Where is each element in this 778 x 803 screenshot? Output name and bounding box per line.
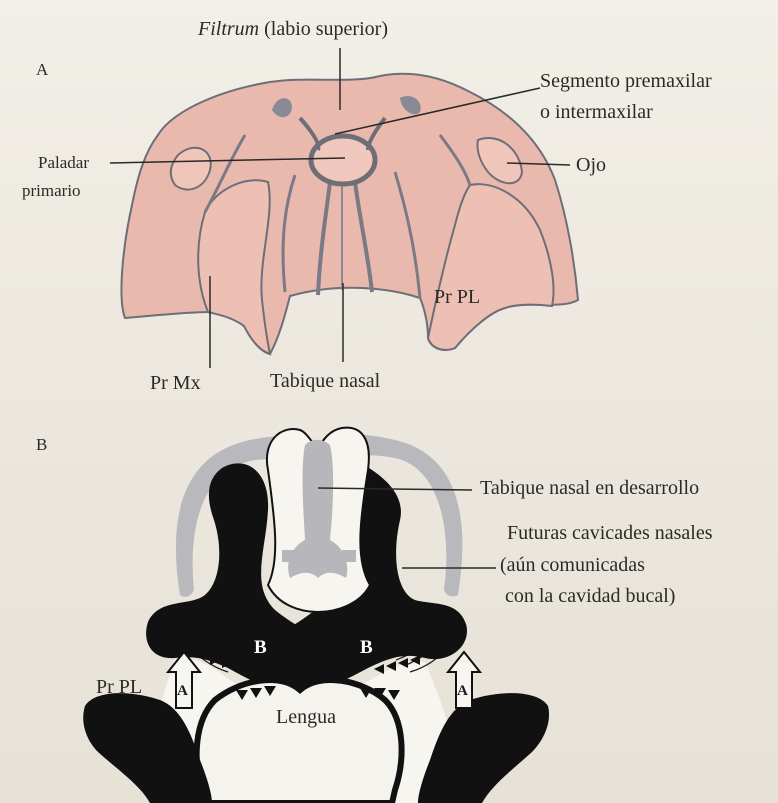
segmento-label-line1: Segmento premaxilar (540, 70, 712, 93)
panel-b-letter: B (36, 433, 47, 456)
arrow-b-tag-right: B (360, 636, 373, 659)
tabique-nasal-label: Tabique nasal (270, 370, 380, 393)
tabique-desarrollo-label: Tabique nasal en desarrollo (480, 477, 699, 500)
panel-a-face-drawing (121, 74, 578, 354)
segmento-label-line2: o intermaxilar (540, 101, 653, 124)
filtrum-rest: (labio superior) (264, 18, 388, 40)
panel-a-letter: A (36, 58, 48, 81)
lengua-label: Lengua (276, 706, 336, 729)
pr-pl-label-b: Pr PL (96, 676, 142, 699)
arrow-a-tag-right: A (457, 680, 468, 703)
futuras-label-line3: con la cavidad bucal) (505, 585, 675, 608)
tongue (197, 680, 402, 803)
pr-pl-label-a: Pr PL (434, 286, 480, 309)
ojo-label: Ojo (576, 154, 606, 177)
septum-fleck-left (282, 550, 296, 562)
paladar-label-line2: primario (22, 180, 81, 201)
paladar-label-line1: Paladar (38, 152, 89, 173)
septum-fleck-right (342, 550, 356, 562)
arrow-b-tag-left: B (254, 636, 267, 659)
filtrum-italic: Filtrum (198, 18, 259, 40)
futuras-label-line2: (aún comunicadas (500, 554, 645, 577)
filtrum-label: Filtrum (labio superior) (198, 18, 388, 41)
futuras-label-line1: Futuras cavicades nasales (507, 522, 712, 545)
arrow-a-tag-left: A (177, 680, 188, 703)
pr-mx-label: Pr Mx (150, 372, 201, 395)
primary-palate (311, 136, 375, 184)
